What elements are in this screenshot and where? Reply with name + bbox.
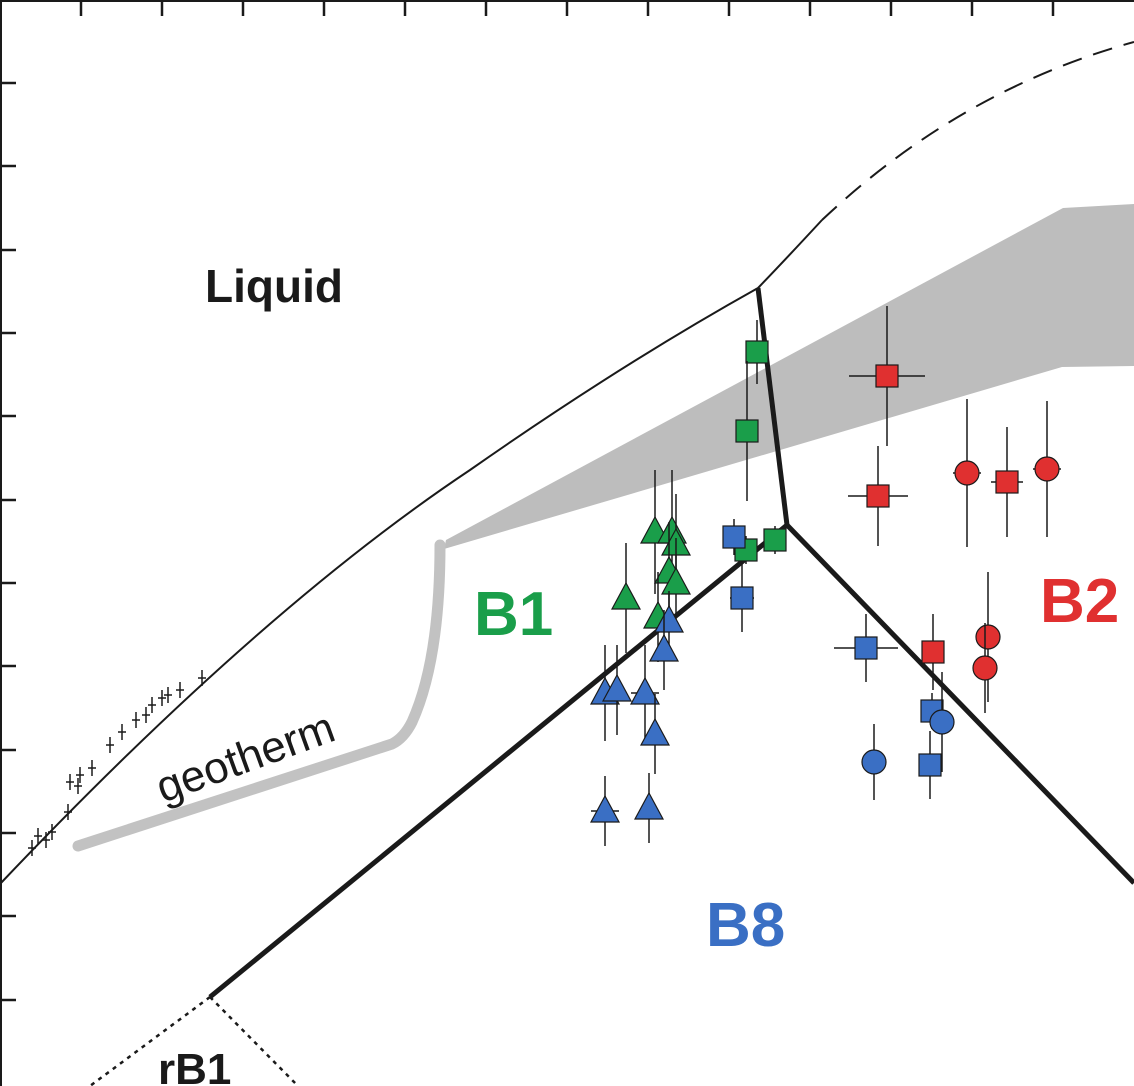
melting-data-point	[118, 724, 126, 740]
b2-circle-marker	[953, 399, 981, 547]
b8-triangle-marker	[601, 645, 633, 735]
melting-curve-extrapolation	[821, 41, 1134, 221]
melting-data-point	[132, 712, 140, 728]
melting-data-point	[64, 804, 72, 820]
melting-data-point	[42, 832, 50, 848]
melting-data-point	[34, 828, 42, 844]
melting-data-point	[106, 737, 114, 753]
melting-data-point	[164, 687, 172, 703]
melting-data-points	[28, 670, 206, 856]
b1-triangle-marker	[610, 543, 642, 653]
b2-square-marker	[991, 427, 1023, 537]
melting-data-point	[148, 697, 156, 713]
b8-triangle-marker	[639, 694, 671, 774]
b1-triangle-marker	[660, 538, 692, 628]
b8-square-marker	[918, 731, 942, 799]
geotherm-curve	[72, 539, 446, 852]
melting-data-point	[198, 670, 206, 686]
melting-data-point	[176, 682, 184, 698]
b1-b2-boundary-band	[444, 204, 1134, 549]
b8-triangle-marker	[589, 776, 621, 846]
liquid-label: Liquid	[205, 260, 343, 312]
axis-ticks	[0, 0, 1055, 1002]
melting-data-point	[74, 778, 82, 794]
b2-circle-marker	[1033, 401, 1061, 537]
b8-square-marker	[730, 564, 754, 632]
melting-data-point	[76, 767, 84, 783]
rb1-boundary-right	[209, 996, 299, 1086]
rb1-boundary-left	[89, 995, 211, 1086]
b8-triangle-marker	[629, 645, 661, 741]
melting-data-point	[158, 690, 166, 706]
melting-data-point	[28, 840, 36, 856]
b1-b2-boundary	[755, 287, 790, 526]
b2-square-marker	[921, 614, 945, 690]
b2-square-marker	[849, 306, 925, 446]
b1-label: B1	[474, 580, 553, 649]
phase-data-markers	[589, 306, 1061, 846]
b8-b2-boundary	[785, 523, 1134, 885]
b1-square-marker	[745, 320, 769, 384]
b1-square-marker	[735, 361, 759, 501]
rb1-label: rB1	[158, 1045, 231, 1086]
melting-data-point	[66, 774, 74, 790]
b2-square-marker	[848, 446, 908, 546]
b8-circle-marker	[929, 672, 955, 772]
melting-data-point	[88, 760, 96, 776]
b8-square-marker	[722, 519, 746, 555]
b2-circle-marker	[972, 623, 998, 713]
melting-data-point	[142, 707, 150, 723]
melting-curve	[0, 219, 823, 885]
b8-triangle-marker	[648, 610, 680, 690]
b8-square-marker	[834, 614, 898, 682]
b8-label: B8	[706, 891, 785, 960]
b8-circle-marker	[861, 724, 887, 800]
b1-square-marker	[763, 526, 787, 554]
b1-b8-boundary	[208, 523, 789, 999]
b8-triangle-marker	[653, 591, 685, 651]
b2-label: B2	[1040, 567, 1119, 636]
melting-data-point	[48, 824, 56, 840]
b8-triangle-marker	[633, 773, 665, 843]
b2-circle-marker	[975, 572, 1001, 702]
